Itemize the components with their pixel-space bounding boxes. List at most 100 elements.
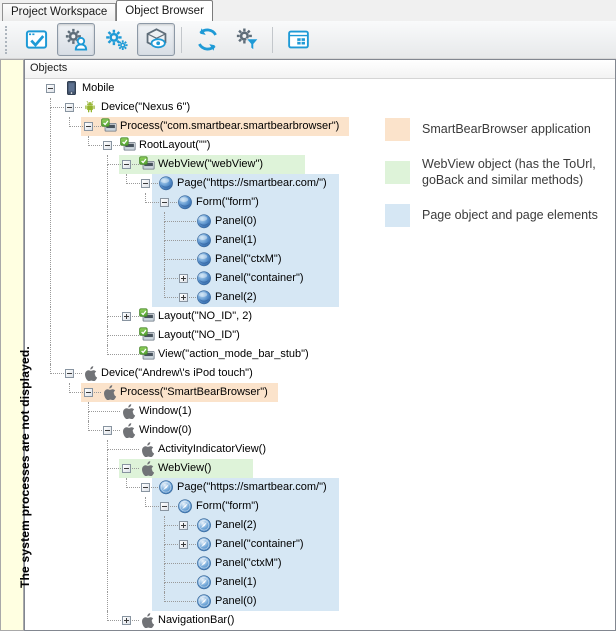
tree-row[interactable]: Process("com.smartbear.smartbearbrowser"… bbox=[25, 117, 615, 136]
tree-node-label: Process("com.smartbear.smartbearbrowser"… bbox=[120, 120, 340, 132]
tree-row[interactable]: Page("https://smartbear.com/") bbox=[25, 174, 615, 193]
expand-icon[interactable] bbox=[179, 521, 188, 530]
tree-row[interactable]: Layout("NO_ID") bbox=[25, 326, 615, 345]
tree-row[interactable]: Layout("NO_ID", 2) bbox=[25, 307, 615, 326]
expand-icon[interactable] bbox=[179, 293, 188, 302]
legend-swatch bbox=[385, 203, 410, 227]
objects-column-header[interactable]: Objects bbox=[25, 60, 615, 79]
tree-row[interactable]: Form("form") bbox=[25, 193, 615, 212]
settings-button[interactable] bbox=[97, 23, 135, 56]
tree-row[interactable]: WebView("webView") bbox=[25, 155, 615, 174]
tab-object-browser[interactable]: Object Browser bbox=[116, 0, 213, 21]
highlight-band-orange bbox=[81, 383, 278, 402]
collapse-icon[interactable] bbox=[122, 160, 131, 169]
tree-guide-line bbox=[88, 421, 89, 431]
tree-row[interactable]: Panel(1) bbox=[25, 231, 615, 250]
system-processes-note-strip: The system processes are not displayed. bbox=[0, 59, 32, 631]
tree-guide-line bbox=[88, 411, 120, 412]
show-processes-button[interactable] bbox=[57, 23, 95, 56]
tree-guide-line bbox=[107, 449, 139, 450]
collapse-icon[interactable] bbox=[160, 198, 169, 207]
android-view-icon bbox=[101, 118, 117, 134]
tree-guide-line bbox=[164, 288, 165, 298]
filter-settings-button[interactable] bbox=[228, 23, 266, 56]
tree-row[interactable]: Page("https://smartbear.com/") bbox=[25, 478, 615, 497]
show-panel-button[interactable] bbox=[279, 23, 317, 56]
tree-guide-line bbox=[107, 478, 108, 497]
chrome-icon bbox=[196, 251, 212, 267]
tree-guide-line bbox=[50, 212, 51, 231]
tree-guide-line bbox=[107, 326, 108, 336]
tree-row[interactable]: Mobile bbox=[25, 79, 615, 98]
collapse-icon[interactable] bbox=[141, 483, 150, 492]
expand-icon[interactable] bbox=[122, 616, 131, 625]
legend-text: WebView object (has the ToUrl, goBack an… bbox=[422, 157, 596, 188]
tree-guide-line bbox=[69, 383, 70, 393]
tree-guide-line bbox=[50, 364, 51, 374]
tree-guide-line bbox=[164, 231, 165, 241]
collapse-icon[interactable] bbox=[65, 103, 74, 112]
tree-row[interactable]: Form("form") bbox=[25, 497, 615, 516]
collapse-icon[interactable] bbox=[122, 464, 131, 473]
expand-icon[interactable] bbox=[179, 274, 188, 283]
legend-text: SmartBearBrowser application bbox=[422, 122, 591, 137]
tree-row[interactable]: Panel(0) bbox=[25, 212, 615, 231]
android-view-icon bbox=[120, 137, 136, 153]
tree-row[interactable]: Process("SmartBearBrowser") bbox=[25, 383, 615, 402]
tree-row[interactable]: Panel("container") bbox=[25, 269, 615, 288]
view-options-button[interactable] bbox=[17, 23, 55, 56]
tree-row[interactable]: NavigationBar() bbox=[25, 611, 615, 630]
tree-row[interactable]: ActivityIndicatorView() bbox=[25, 440, 615, 459]
collapse-icon[interactable] bbox=[141, 179, 150, 188]
tree-guide-line bbox=[107, 516, 108, 535]
refresh-button[interactable] bbox=[188, 23, 226, 56]
tree-row[interactable]: Panel("ctxM") bbox=[25, 250, 615, 269]
tree-row[interactable]: WebView() bbox=[25, 459, 615, 478]
collapse-icon[interactable] bbox=[84, 388, 93, 397]
tree-node-label: Panel("container") bbox=[215, 272, 304, 284]
collapse-icon[interactable] bbox=[84, 122, 93, 131]
tree-row[interactable]: RootLayout("") bbox=[25, 136, 615, 155]
highlight-object-button[interactable] bbox=[137, 23, 175, 56]
tree-node-label: Panel(1) bbox=[215, 576, 257, 588]
tree-row[interactable]: Device("Nexus 6") bbox=[25, 98, 615, 117]
expand-icon[interactable] bbox=[179, 540, 188, 549]
collapse-icon[interactable] bbox=[103, 141, 112, 150]
tree-guide-line bbox=[164, 573, 165, 583]
collapse-icon[interactable] bbox=[46, 84, 55, 93]
safari-icon bbox=[196, 517, 212, 533]
android-view-icon bbox=[139, 308, 155, 324]
tree-guide-line bbox=[164, 601, 196, 602]
expand-icon[interactable] bbox=[122, 312, 131, 321]
tree-guide-line bbox=[107, 250, 108, 269]
collapse-icon[interactable] bbox=[103, 426, 112, 435]
tree-row[interactable]: Panel(2) bbox=[25, 516, 615, 535]
tree-guide-line bbox=[164, 516, 165, 526]
tree-row[interactable]: View("action_mode_bar_stub") bbox=[25, 345, 615, 364]
tree-node-label: Form("form") bbox=[196, 196, 259, 208]
tree-node-label: View("action_mode_bar_stub") bbox=[158, 348, 309, 360]
collapse-icon[interactable] bbox=[65, 369, 74, 378]
tree-guide-line bbox=[107, 459, 108, 469]
tree-row[interactable]: Panel(0) bbox=[25, 592, 615, 611]
tree-guide-line bbox=[50, 193, 51, 212]
tree-guide-line bbox=[50, 136, 51, 155]
tree-row[interactable]: Panel("container") bbox=[25, 535, 615, 554]
tree-row[interactable]: Panel(1) bbox=[25, 573, 615, 592]
tree-row[interactable]: Window(1) bbox=[25, 402, 615, 421]
tree-row[interactable]: Panel("ctxM") bbox=[25, 554, 615, 573]
tree-row[interactable]: Device("Andrew\'s iPod touch") bbox=[25, 364, 615, 383]
window-check-icon bbox=[24, 27, 49, 52]
tree-guide-line bbox=[126, 478, 127, 488]
tab-project-workspace[interactable]: Project Workspace bbox=[2, 3, 117, 21]
collapse-icon[interactable] bbox=[160, 502, 169, 511]
apple-icon bbox=[120, 422, 136, 438]
tree-row[interactable]: Panel(2) bbox=[25, 288, 615, 307]
tree-guide-line bbox=[88, 411, 89, 421]
tree-row[interactable]: Window(0) bbox=[25, 421, 615, 440]
toolbar-grip[interactable] bbox=[5, 25, 11, 54]
tree-guide-line bbox=[107, 354, 139, 355]
window-panel-icon bbox=[286, 27, 311, 52]
